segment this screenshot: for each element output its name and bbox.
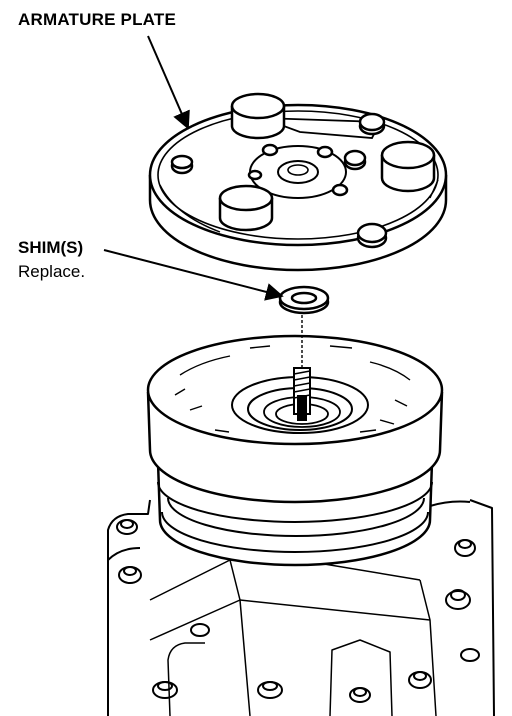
housing-bolt — [454, 539, 476, 557]
housing-bolt — [408, 671, 432, 689]
armature-leader-arrow — [147, 35, 190, 130]
shim-leader-arrow — [103, 249, 284, 301]
plate-boss — [218, 184, 274, 232]
housing-bolt — [349, 687, 371, 703]
housing-bolt — [445, 589, 471, 610]
plate-boss — [380, 140, 436, 193]
housing-bolt — [190, 623, 210, 637]
housing-bolt — [116, 519, 138, 535]
housing-bolt — [118, 566, 142, 584]
armature-plate — [148, 92, 448, 272]
plate-boss — [230, 92, 286, 140]
housing-bolt — [257, 681, 283, 699]
shim-note-label: Replace. — [18, 262, 86, 281]
shim-label: SHIM(S) — [18, 238, 84, 257]
shim-washer — [278, 285, 330, 315]
armature-plate-label: ARMATURE PLATE — [18, 10, 176, 29]
housing-bolt — [460, 648, 480, 662]
housing-bolt — [152, 681, 178, 699]
pulley — [146, 334, 444, 567]
